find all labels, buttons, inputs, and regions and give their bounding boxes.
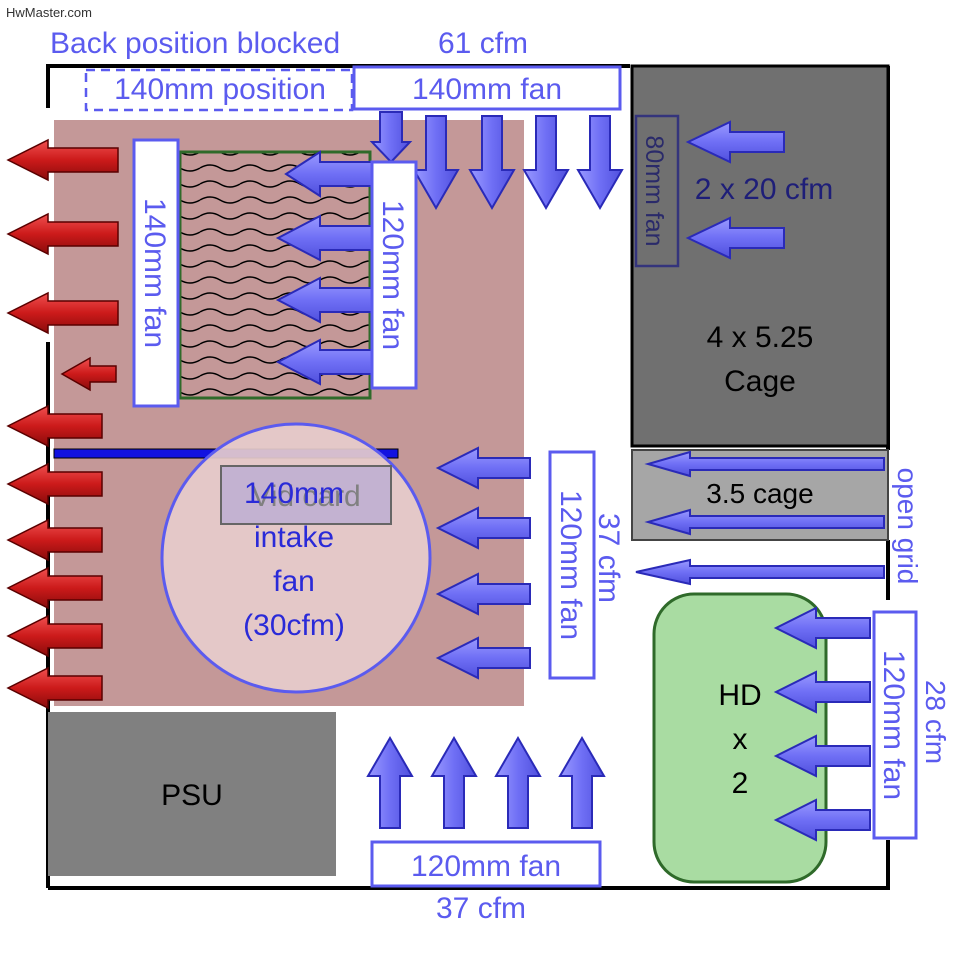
intake-label-3: fan xyxy=(273,565,315,598)
top-140-position-box xyxy=(84,68,354,112)
airflow-arrow-left xyxy=(435,506,531,550)
radiator-120-fan-label: 120mm fan xyxy=(376,200,409,350)
hd-label-3: 2 xyxy=(732,767,749,800)
exhaust-arrow xyxy=(6,666,103,710)
top-cfm-label: 61 cfm xyxy=(438,27,528,60)
airflow-arrow-left xyxy=(435,446,531,490)
rear-140-fan-label: 140mm fan xyxy=(138,198,171,348)
exhaust-arrow xyxy=(6,614,103,658)
intake-fan-circle xyxy=(160,422,432,694)
airflow-arrow-down xyxy=(412,115,460,210)
exhaust-arrows xyxy=(6,138,119,710)
radiator-120-fan-box xyxy=(370,160,418,390)
vid-card-label: Vid card xyxy=(251,480,361,513)
intake-label-2: intake xyxy=(254,521,334,554)
airflow-arrow-down xyxy=(522,115,570,210)
exhaust-arrow xyxy=(6,404,103,448)
hd-cfm-label: 28 cfm xyxy=(920,680,951,764)
airflow-arrow-left xyxy=(685,120,785,164)
fan-80-box xyxy=(634,114,680,268)
airflow-arrow-up xyxy=(558,736,606,829)
airflow-arrow-left xyxy=(644,450,885,478)
exhaust-arrow xyxy=(6,291,119,335)
exhaust-arrow xyxy=(6,212,119,256)
airflow-arrows xyxy=(275,111,885,842)
mid-cfm-label: 37 cfm xyxy=(592,513,625,603)
bottom-cfm-label: 37 cfm xyxy=(436,892,526,925)
airflow-arrow-up xyxy=(366,736,414,829)
top-140-fan-label: 140mm fan xyxy=(412,73,562,106)
watermark: HwMaster.com xyxy=(6,5,92,20)
exhaust-arrow xyxy=(6,462,103,506)
airflow-arrow-down xyxy=(468,115,516,210)
airflow-arrow-left xyxy=(773,734,871,778)
airflow-arrow-up xyxy=(494,736,542,829)
mid-120-fan-box xyxy=(548,450,596,680)
labels: Back position blocked 61 cfm 140mm posit… xyxy=(50,27,951,925)
airflow-arrow-down xyxy=(576,115,624,210)
vid-card-box xyxy=(220,465,392,525)
airflow-arrow-left xyxy=(284,150,373,198)
hd-label-1: HD xyxy=(718,679,761,712)
airflow-arrow-left xyxy=(685,216,785,260)
open-grid-label: open grid xyxy=(892,468,923,585)
intake-label-4: (30cfm) xyxy=(243,609,345,642)
rear-140-fan-box xyxy=(132,138,180,408)
cage-35-label: 3.5 cage xyxy=(706,478,813,509)
airflow-arrow-left xyxy=(275,338,373,386)
airflow-arrow-left xyxy=(435,636,531,680)
airflow-arrow-left xyxy=(275,276,373,324)
mid-120-fan-label: 120mm fan xyxy=(554,490,587,640)
bottom-120-fan-box xyxy=(370,840,602,888)
airflow-arrow-left xyxy=(773,606,871,650)
airflow-arrow-down xyxy=(369,111,413,164)
fan-80-cfm-label: 2 x 20 cfm xyxy=(695,173,833,206)
psu xyxy=(48,712,336,876)
exhaust-arrow xyxy=(6,566,103,610)
airflow-arrow-up xyxy=(430,736,478,829)
exhaust-arrow xyxy=(6,138,119,182)
exhaust-arrow xyxy=(60,356,117,392)
hd-label-2: x xyxy=(733,723,748,756)
psu-label: PSU xyxy=(161,779,223,812)
airflow-arrow-left xyxy=(435,572,531,616)
cage-525-label-2: Cage xyxy=(724,365,796,398)
back-blocked-label: Back position blocked xyxy=(50,27,340,60)
intake-label-1: 140mm xyxy=(244,477,344,510)
fan-80-label: 80mm fan xyxy=(640,135,668,246)
airflow-arrow-left xyxy=(773,670,871,714)
top-140-fan-box xyxy=(352,65,622,111)
hd-120-fan-label: 120mm fan xyxy=(877,650,910,800)
airflow-arrow-left xyxy=(635,558,885,586)
hd-block xyxy=(652,592,828,884)
airflow-arrow-left xyxy=(275,214,373,262)
cage-525-label-1: 4 x 5.25 xyxy=(707,321,814,354)
bottom-120-fan-label: 120mm fan xyxy=(411,850,561,883)
top-140-position-label: 140mm position xyxy=(114,73,326,106)
airflow-arrow-left xyxy=(773,798,871,842)
exhaust-arrow xyxy=(6,518,103,562)
airflow-arrow-left xyxy=(644,508,885,536)
hd-120-fan-box xyxy=(872,610,918,840)
